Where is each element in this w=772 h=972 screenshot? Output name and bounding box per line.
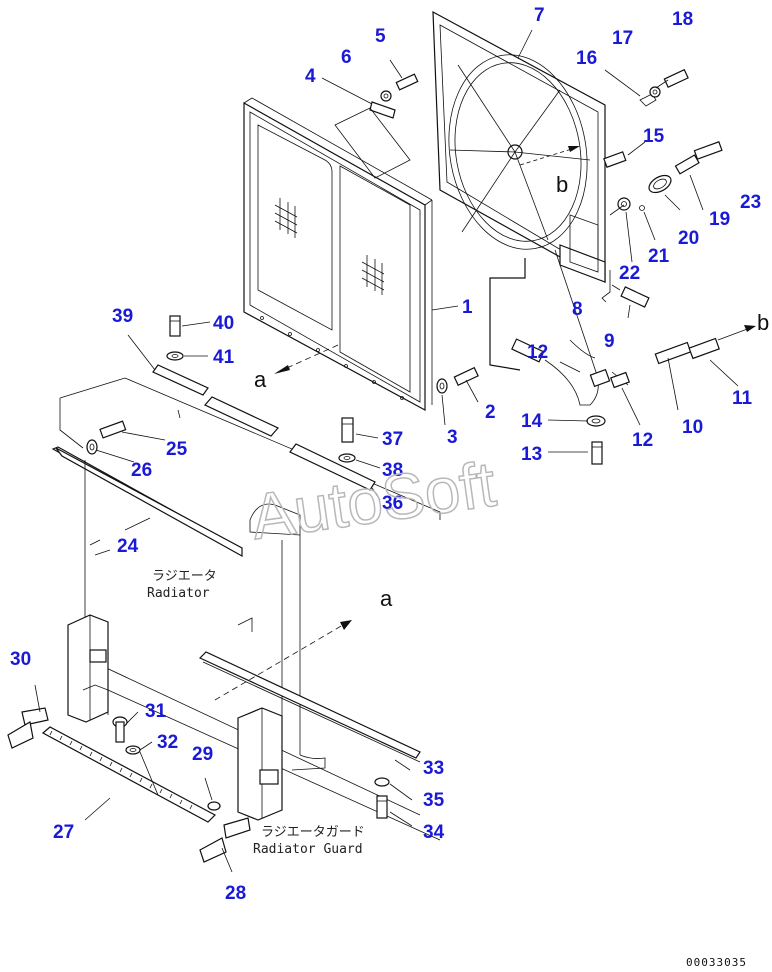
label-guard-en: Radiator Guard (253, 842, 363, 857)
bolt-31 (112, 716, 128, 743)
radiator-core (243, 97, 433, 412)
elbow-19 (674, 154, 704, 211)
leader-lines (34, 29, 739, 873)
callout-8: 8 (572, 299, 583, 320)
oring-21 (639, 205, 656, 241)
callout-39: 39 (112, 306, 133, 327)
callout-41: 41 (213, 347, 235, 368)
callout-7: 7 (534, 5, 545, 26)
bolt-40 (169, 315, 181, 337)
label-radiator-jp: ラジエータ (152, 569, 217, 584)
callout-31: 31 (145, 701, 167, 722)
washer-38 (338, 453, 356, 463)
callout-10: 10 (682, 417, 703, 438)
spring-20 (648, 174, 681, 211)
bolt-25 (99, 420, 127, 439)
washer-6 (380, 90, 392, 102)
bracket-4 (334, 101, 411, 179)
arrow-a-lower (214, 620, 352, 701)
drain-hose (489, 249, 720, 406)
label-radiator-en: Radiator (147, 586, 210, 601)
callout-9: 9 (604, 331, 615, 352)
bolt-34 (376, 795, 388, 819)
washer-32 (125, 745, 141, 755)
watermark: AutoSoft (247, 448, 500, 553)
washer-41 (166, 351, 184, 361)
arrow-b-upper (519, 146, 580, 166)
ref-b-right: b (757, 310, 769, 335)
callout-13: 13 (521, 444, 542, 465)
callout-30: 30 (10, 649, 31, 670)
callout-17: 17 (612, 28, 633, 49)
callout-5: 5 (375, 26, 386, 47)
bolt-37 (341, 417, 354, 443)
washer-26 (86, 439, 98, 455)
bolt-5 (389, 59, 419, 91)
washer-35 (374, 777, 390, 787)
callout-36: 36 (382, 493, 403, 514)
ref-a-upper: a (254, 367, 267, 392)
diagram-code: 00033035 (686, 956, 747, 969)
callout-1: 1 (462, 297, 473, 318)
callout-16: 16 (576, 48, 597, 69)
callout-24: 24 (117, 536, 139, 557)
label-guard-jp: ラジエータガード (261, 825, 365, 840)
callout-23: 23 (740, 192, 761, 213)
callout-numbers: 1 2 3 4 5 6 7 8 9 10 11 12 12 13 14 15 1… (10, 5, 761, 904)
bracket-30 (7, 707, 49, 749)
arrow-a-upper (274, 344, 339, 374)
callout-15: 15 (643, 126, 665, 147)
callout-22: 22 (619, 263, 640, 284)
bracket-28 (199, 817, 251, 863)
callout-4: 4 (305, 66, 316, 87)
callout-33: 33 (423, 758, 444, 779)
guard-top-frame (51, 364, 441, 558)
callout-35: 35 (423, 790, 445, 811)
callout-21: 21 (648, 246, 670, 267)
callout-14: 14 (521, 411, 543, 432)
callout-38: 38 (382, 460, 403, 481)
bolt-9 (620, 286, 650, 308)
callout-2: 2 (485, 402, 496, 423)
rail-33 (198, 651, 421, 763)
callout-11: 11 (732, 388, 753, 409)
rail-27 (41, 726, 216, 823)
washer-3 (436, 378, 448, 394)
bolt-2 (453, 366, 479, 386)
bolt-18 (663, 68, 689, 88)
callout-3: 3 (447, 427, 458, 448)
callout-34: 34 (423, 822, 445, 843)
callout-26: 26 (131, 460, 152, 481)
callout-32: 32 (157, 732, 178, 753)
guard-upright-right (237, 707, 283, 821)
callout-37: 37 (382, 429, 403, 450)
fan-shroud (432, 10, 606, 284)
callout-25: 25 (166, 439, 188, 460)
callout-12a: 12 (527, 342, 548, 363)
ref-a-lower: a (380, 586, 393, 611)
callout-29: 29 (192, 744, 213, 765)
plug-15 (603, 141, 646, 168)
callout-27: 27 (53, 822, 74, 843)
callout-12b: 12 (632, 430, 653, 451)
bolt-23 (693, 141, 723, 160)
guard-upright-left (67, 614, 109, 723)
callout-19: 19 (709, 209, 730, 230)
washer-17 (649, 86, 661, 98)
callout-40: 40 (213, 313, 234, 334)
bracket-8 (601, 270, 611, 303)
ref-b-upper: b (556, 172, 568, 197)
washer-29 (207, 801, 221, 811)
callout-28: 28 (225, 883, 246, 904)
callout-20: 20 (678, 228, 699, 249)
arrow-b-right (717, 325, 756, 341)
bolt-13 (591, 441, 603, 465)
callout-6: 6 (341, 47, 352, 68)
clip-16 (604, 69, 657, 107)
callout-18: 18 (672, 9, 693, 30)
washer-14 (586, 415, 606, 427)
